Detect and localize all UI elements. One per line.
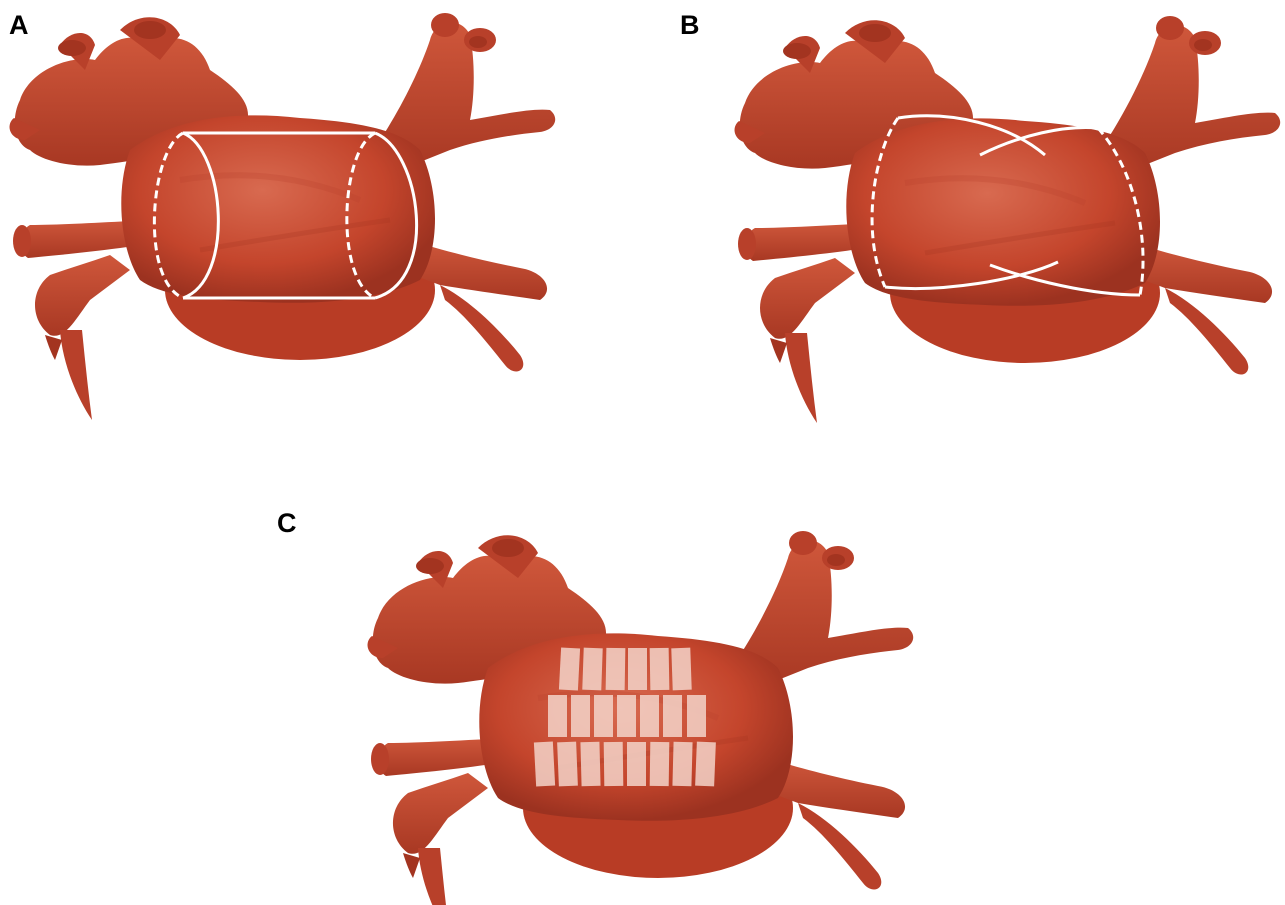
panel-c: C (270, 500, 910, 905)
panel-label-b: B (680, 12, 700, 39)
patch-cell (640, 695, 659, 737)
patch-cell (617, 695, 636, 737)
patch-cell (672, 742, 692, 786)
patch-cell (650, 648, 670, 690)
patch-cell (695, 742, 716, 787)
patch-cell (687, 695, 706, 737)
heart-model-a (0, 0, 600, 440)
heart-model-c (270, 500, 910, 905)
patch-cell (628, 648, 647, 690)
patch-cell (671, 648, 691, 691)
panel-label-a: A (9, 12, 29, 39)
patch-cell (557, 742, 578, 787)
patch-cell (627, 742, 646, 786)
panel-b: B (680, 0, 1280, 440)
panel-a: A (0, 0, 600, 440)
patch-cell (604, 742, 624, 786)
patch-cell (663, 695, 682, 737)
heart-model-b (680, 0, 1280, 440)
panel-label-c: C (277, 510, 297, 537)
patch-cell (606, 648, 626, 690)
patch-cell (582, 648, 602, 691)
patch-cell (580, 742, 600, 786)
patch-cell (548, 695, 567, 737)
patch-cell (650, 742, 670, 786)
patch-cell (594, 695, 613, 737)
patch-cell (571, 695, 590, 737)
patch-cell (559, 648, 580, 691)
patch-cell (534, 742, 555, 787)
